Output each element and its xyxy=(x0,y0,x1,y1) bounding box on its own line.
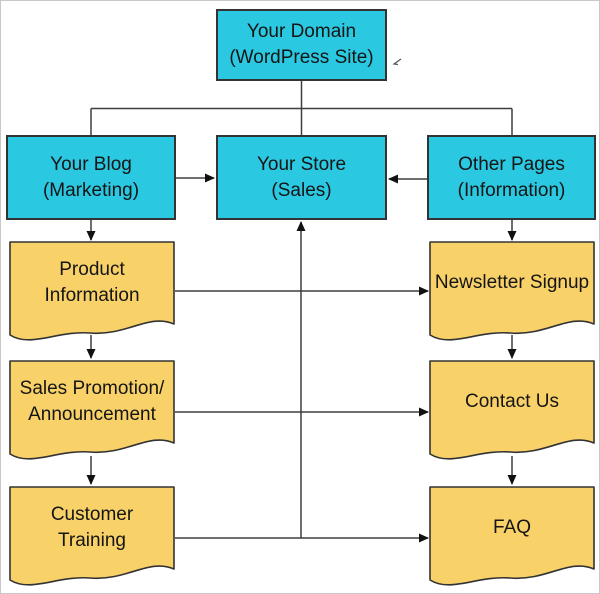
node-other-pages: Other Pages (Information) xyxy=(427,135,596,220)
node-sales-promotion: Sales Promotion/ Announcement xyxy=(9,360,175,463)
node-label: Newsletter Signup xyxy=(429,241,595,325)
node-label-line: Announcement xyxy=(28,404,156,425)
node-customer-training: Customer Training xyxy=(9,486,175,589)
node-label-line: Other Pages xyxy=(458,153,565,175)
node-label-line: FAQ xyxy=(492,517,531,538)
node-label-line: Your Domain xyxy=(246,21,357,42)
node-label: Customer Training xyxy=(9,486,175,570)
node-label-line: (Information) xyxy=(457,179,566,201)
node-label-line: Training xyxy=(58,530,126,551)
document-shape xyxy=(429,360,595,460)
node-label-line: (WordPress Site) xyxy=(229,47,374,68)
node-label-line: Contact Us xyxy=(465,391,559,412)
node-label-line: (Marketing) xyxy=(42,179,140,201)
document-shape xyxy=(429,486,595,586)
node-label-line: Newsletter Signup xyxy=(434,272,590,293)
node-label: Your Blog (Marketing) xyxy=(8,152,174,204)
node-label: Contact Us xyxy=(429,360,595,444)
node-label-line: Information xyxy=(44,285,140,306)
node-label: FAQ xyxy=(429,486,595,570)
node-contact-us: Contact Us xyxy=(429,360,595,463)
node-label: Other Pages (Information) xyxy=(429,152,594,204)
node-label-line: Sales Promotion/ xyxy=(19,378,165,399)
node-your-domain: Your Domain (WordPress Site) xyxy=(216,9,387,81)
node-your-store: Your Store (Sales) xyxy=(216,135,387,220)
document-shape xyxy=(9,360,175,460)
node-label: Your Domain (WordPress Site) xyxy=(218,19,385,71)
document-shape xyxy=(9,241,175,341)
node-label-line: (Sales) xyxy=(271,179,332,201)
node-product-information: Product Information xyxy=(9,241,175,344)
node-your-blog: Your Blog (Marketing) xyxy=(6,135,176,220)
node-label-line: Your Store xyxy=(256,153,347,175)
document-shape xyxy=(9,486,175,586)
cursor-artifact xyxy=(392,58,402,66)
node-label-line: Your Blog xyxy=(50,153,132,175)
node-label: Sales Promotion/ Announcement xyxy=(9,360,175,444)
node-label: Product Information xyxy=(9,241,175,325)
node-label-line: Customer xyxy=(50,504,134,525)
node-label: Your Store (Sales) xyxy=(218,152,385,204)
node-faq: FAQ xyxy=(429,486,595,589)
node-label-line: Product xyxy=(59,259,125,280)
document-shape xyxy=(429,241,595,341)
node-newsletter-signup: Newsletter Signup xyxy=(429,241,595,344)
